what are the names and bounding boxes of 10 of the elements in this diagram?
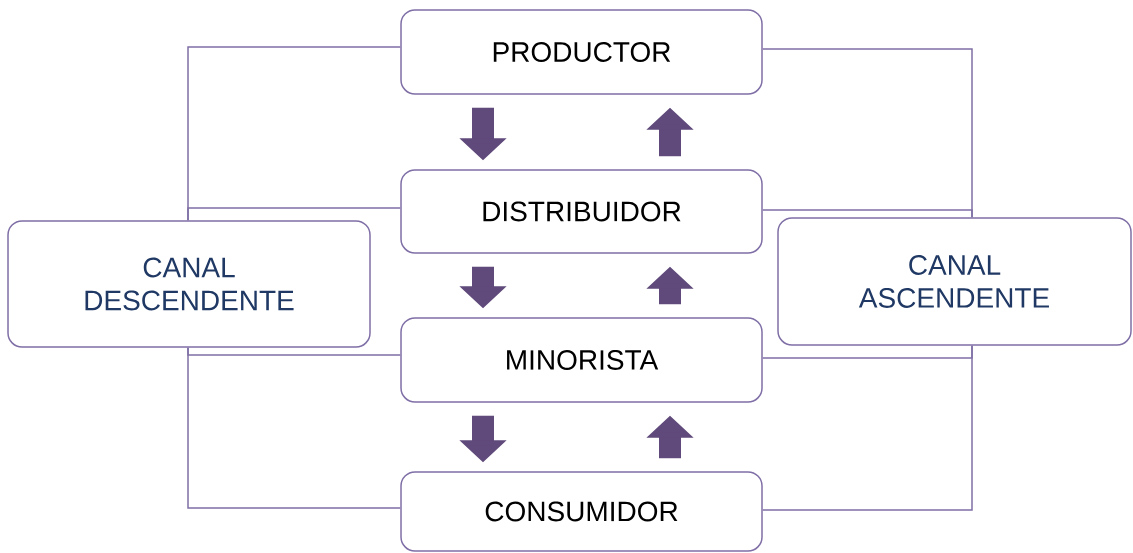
- stage-box: PRODUCTOR: [400, 9, 763, 95]
- channel-box: CANAL ASCENDENTE: [777, 217, 1132, 346]
- connector-line: [762, 209, 973, 218]
- connector-line: [187, 207, 401, 221]
- connector-line: [762, 345, 973, 511]
- stage-box: CONSUMIDOR: [400, 471, 763, 552]
- stage-box: MINORISTA: [400, 317, 763, 403]
- connector-line: [187, 347, 401, 509]
- stage-box: DISTRIBUIDOR: [400, 169, 763, 254]
- channel-box: CANAL DESCENDENTE: [7, 220, 371, 348]
